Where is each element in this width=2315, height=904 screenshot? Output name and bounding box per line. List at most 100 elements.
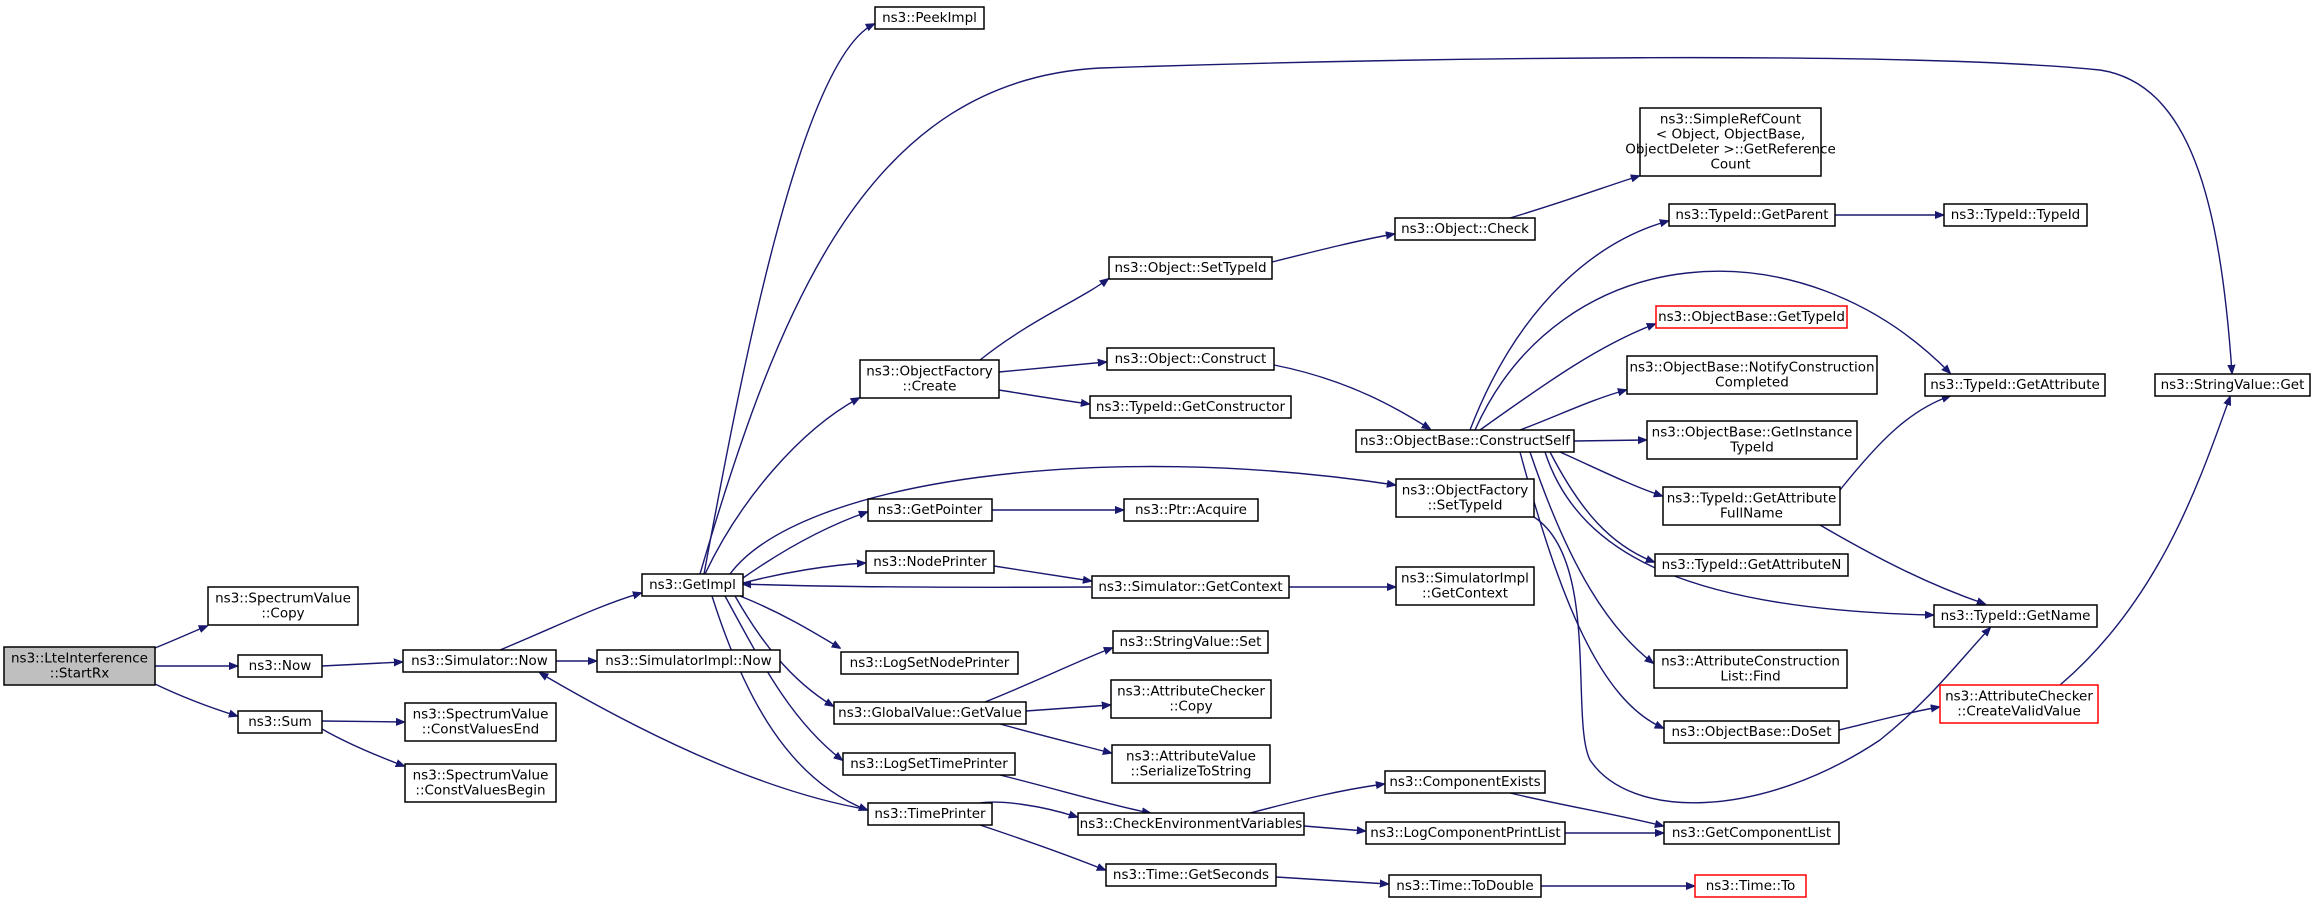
node-tidGetAttrN[interactable]: ns3::TypeId::GetAttributeN (1654, 553, 1849, 577)
node-box-obConstructSelf[interactable] (1355, 429, 1575, 453)
node-box-tidGetParent[interactable] (1668, 203, 1836, 227)
node-box-acCopy[interactable] (1110, 679, 1272, 719)
node-box-logSetNodePrinter[interactable] (840, 651, 1019, 675)
node-box-root[interactable] (3, 646, 156, 686)
node-ofCreate[interactable]: ns3::ObjectFactory::Create (859, 359, 1000, 399)
node-box-tidGetAttribute[interactable] (1924, 373, 2106, 397)
node-box-timeGetSeconds[interactable] (1105, 863, 1277, 887)
node-obDoSet[interactable]: ns3::ObjectBase::DoSet (1663, 720, 1840, 744)
node-box-simImplGetContext[interactable] (1395, 566, 1535, 606)
node-peekImpl[interactable]: ns3::PeekImpl (874, 6, 985, 30)
node-box-tidGetName[interactable] (1933, 604, 2098, 628)
node-obNotify[interactable]: ns3::ObjectBase::NotifyConstructionCompl… (1626, 355, 1878, 395)
node-getComponentList[interactable]: ns3::GetComponentList (1663, 821, 1840, 845)
node-simImplGetContext[interactable]: ns3::SimulatorImpl::GetContext (1395, 566, 1535, 606)
node-box-obGetTypeId[interactable] (1655, 305, 1848, 329)
node-box-ofCreate[interactable] (859, 359, 1000, 399)
node-box-objConstruct[interactable] (1106, 347, 1275, 371)
node-box-timeTo[interactable] (1694, 874, 1807, 898)
node-box-objCheck[interactable] (1394, 217, 1536, 241)
node-box-peekImpl[interactable] (874, 6, 985, 30)
node-nodePrinter[interactable]: ns3::NodePrinter (865, 550, 995, 574)
node-svGet[interactable]: ns3::StringValue::Get (2154, 373, 2311, 397)
node-box-acListFind[interactable] (1653, 649, 1848, 689)
node-box-getComponentList[interactable] (1663, 821, 1840, 845)
node-box-avSerialize[interactable] (1111, 744, 1271, 784)
node-logComponentPrintList[interactable]: ns3::LogComponentPrintList (1365, 821, 1566, 845)
node-box-getPointer[interactable] (867, 498, 993, 522)
node-sum[interactable]: ns3::Sum (237, 710, 323, 734)
node-objConstruct[interactable]: ns3::Object::Construct (1106, 347, 1275, 371)
node-box-spectrumCopy[interactable] (207, 586, 359, 626)
node-svSet[interactable]: ns3::StringValue::Set (1112, 630, 1269, 654)
node-simNow[interactable]: ns3::Simulator::Now (402, 649, 557, 673)
node-box-gvGetValue[interactable] (833, 701, 1027, 725)
node-getImpl[interactable]: ns3::GetImpl (641, 573, 744, 597)
node-root[interactable]: ns3::LteInterference::StartRx (3, 646, 156, 686)
node-tidTypeId[interactable]: ns3::TypeId::TypeId (1943, 203, 2088, 227)
node-box-simImplNow[interactable] (596, 649, 781, 673)
node-timeGetSeconds[interactable]: ns3::Time::GetSeconds (1105, 863, 1277, 887)
node-box-objSetTypeId[interactable] (1108, 256, 1273, 280)
node-tidGetName[interactable]: ns3::TypeId::GetName (1933, 604, 2098, 628)
node-cvEnd[interactable]: ns3::SpectrumValue::ConstValuesEnd (404, 702, 557, 742)
node-logSetTimePrinter[interactable]: ns3::LogSetTimePrinter (842, 752, 1016, 776)
node-simGetContext[interactable]: ns3::Simulator::GetContext (1091, 575, 1290, 599)
node-box-ofSetTypeId[interactable] (1395, 478, 1535, 518)
node-tidGetConstructor[interactable]: ns3::TypeId::GetConstructor (1089, 395, 1292, 419)
node-avSerialize[interactable]: ns3::AttributeValue::SerializeToString (1111, 744, 1271, 784)
node-ptrAcquire[interactable]: ns3::Ptr::Acquire (1123, 498, 1259, 522)
node-getPointer[interactable]: ns3::GetPointer (867, 498, 993, 522)
node-acCreateValid[interactable]: ns3::AttributeChecker::CreateValidValue (1939, 684, 2099, 724)
node-spectrumCopy[interactable]: ns3::SpectrumValue::Copy (207, 586, 359, 626)
node-box-timePrinter[interactable] (867, 802, 993, 826)
node-checkEnv[interactable]: ns3::CheckEnvironmentVariables (1077, 812, 1305, 836)
node-tidGetAttribute[interactable]: ns3::TypeId::GetAttribute (1924, 373, 2106, 397)
node-timeToDouble[interactable]: ns3::Time::ToDouble (1388, 874, 1542, 898)
node-objSetTypeId[interactable]: ns3::Object::SetTypeId (1108, 256, 1273, 280)
node-componentExists[interactable]: ns3::ComponentExists (1384, 770, 1546, 794)
node-gvGetValue[interactable]: ns3::GlobalValue::GetValue (833, 701, 1027, 725)
node-box-tidGetConstructor[interactable] (1089, 395, 1292, 419)
node-box-ptrAcquire[interactable] (1123, 498, 1259, 522)
node-box-obGetInstance[interactable] (1646, 420, 1858, 460)
node-box-obNotify[interactable] (1626, 355, 1878, 395)
node-box-acCreateValid[interactable] (1939, 684, 2099, 724)
node-box-logSetTimePrinter[interactable] (842, 752, 1016, 776)
node-box-simGetContext[interactable] (1091, 575, 1290, 599)
node-objCheck[interactable]: ns3::Object::Check (1394, 217, 1536, 241)
node-timeTo[interactable]: ns3::Time::To (1694, 874, 1807, 898)
node-obConstructSelf[interactable]: ns3::ObjectBase::ConstructSelf (1355, 429, 1575, 453)
node-box-tidGetAttrFullName[interactable] (1662, 486, 1841, 526)
node-box-logComponentPrintList[interactable] (1365, 821, 1566, 845)
node-simImplNow[interactable]: ns3::SimulatorImpl::Now (596, 649, 781, 673)
node-box-svGet[interactable] (2154, 373, 2311, 397)
node-box-cvBegin[interactable] (404, 763, 557, 803)
node-now[interactable]: ns3::Now (237, 654, 323, 678)
node-box-getImpl[interactable] (641, 573, 744, 597)
node-box-tidTypeId[interactable] (1943, 203, 2088, 227)
node-box-cvEnd[interactable] (404, 702, 557, 742)
node-logSetNodePrinter[interactable]: ns3::LogSetNodePrinter (840, 651, 1019, 675)
node-box-svSet[interactable] (1112, 630, 1269, 654)
node-box-tidGetAttrN[interactable] (1654, 553, 1849, 577)
node-tidGetParent[interactable]: ns3::TypeId::GetParent (1668, 203, 1836, 227)
node-timePrinter[interactable]: ns3::TimePrinter (867, 802, 993, 826)
node-ofSetTypeId[interactable]: ns3::ObjectFactory::SetTypeId (1395, 478, 1535, 518)
node-box-simNow[interactable] (402, 649, 557, 673)
node-obGetTypeId[interactable]: ns3::ObjectBase::GetTypeId (1655, 305, 1848, 329)
node-box-sum[interactable] (237, 710, 323, 734)
node-acCopy[interactable]: ns3::AttributeChecker::Copy (1110, 679, 1272, 719)
node-cvBegin[interactable]: ns3::SpectrumValue::ConstValuesBegin (404, 763, 557, 803)
node-box-checkEnv[interactable] (1077, 812, 1305, 836)
node-box-obDoSet[interactable] (1663, 720, 1840, 744)
node-box-simpleRefCount[interactable] (1639, 107, 1822, 177)
node-box-now[interactable] (237, 654, 323, 678)
node-box-nodePrinter[interactable] (865, 550, 995, 574)
node-box-componentExists[interactable] (1384, 770, 1546, 794)
node-simpleRefCount[interactable]: ns3::SimpleRefCount< Object, ObjectBase,… (1625, 107, 1836, 177)
node-box-timeToDouble[interactable] (1388, 874, 1542, 898)
